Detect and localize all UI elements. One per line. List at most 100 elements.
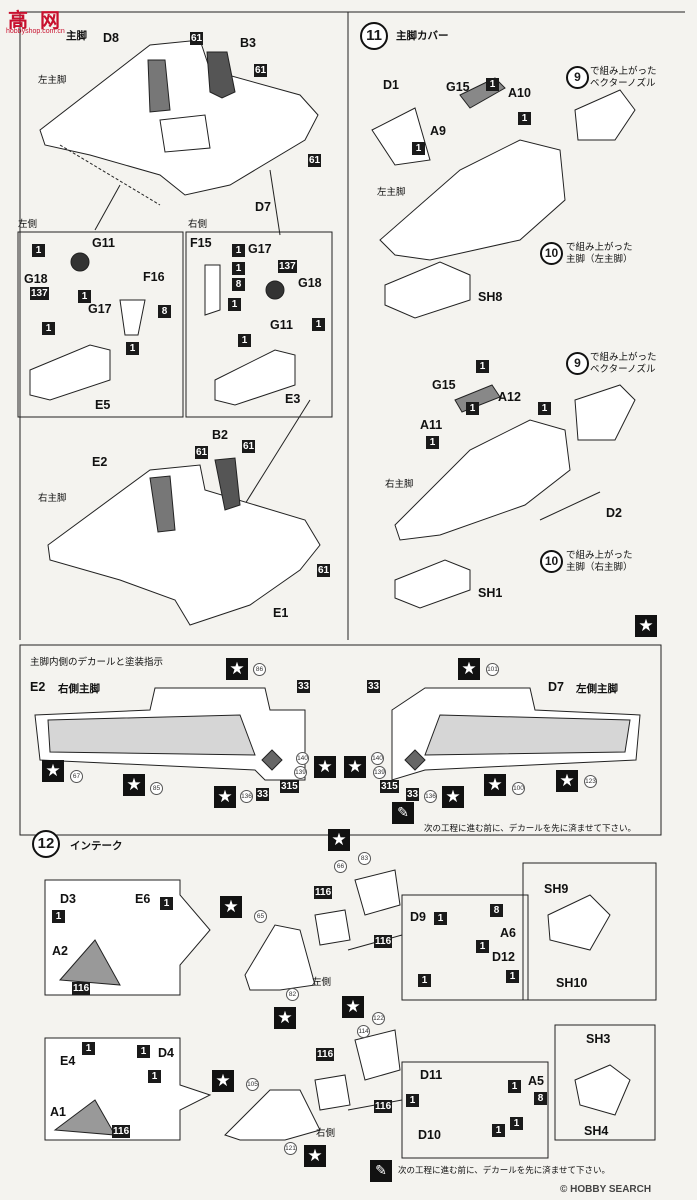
- part-SH1: SH1: [478, 586, 503, 600]
- paint-1: 1: [137, 1045, 150, 1058]
- star-icon: ★: [274, 1007, 296, 1029]
- brush-icon: ✎: [392, 802, 414, 824]
- part-A11: A11: [420, 418, 443, 432]
- part-D10: D10: [418, 1128, 441, 1142]
- decal-left-part: E2: [30, 680, 46, 694]
- part-SH9: SH9: [544, 882, 569, 896]
- part-D9: D9: [410, 910, 426, 924]
- part-D2: D2: [606, 506, 622, 520]
- left-side-label: 左側: [18, 219, 38, 230]
- decal-83: 83: [358, 852, 371, 865]
- part-G11: G11: [92, 236, 115, 250]
- part-SH4: SH4: [584, 1124, 609, 1138]
- right-side-label: 右側: [188, 219, 208, 230]
- left-side-label-12: 左側: [312, 977, 332, 988]
- part-D7: D7: [255, 200, 271, 214]
- paint-116: 116: [72, 982, 91, 995]
- part-G18: G18: [24, 272, 48, 286]
- decal-139: 139: [294, 766, 307, 779]
- paint-61: 61: [317, 564, 331, 577]
- paint-1: 1: [232, 262, 245, 275]
- step11-title: 主脚カバー: [396, 30, 449, 42]
- star-icon: ★: [556, 770, 578, 792]
- decal-136: 136: [424, 790, 437, 803]
- step11-ref10: 10: [540, 550, 563, 573]
- decal-122: 122: [372, 1012, 385, 1025]
- part-A6: A6: [500, 926, 516, 940]
- paint-8: 8: [158, 305, 171, 318]
- paint-1: 1: [538, 402, 551, 415]
- paint-33: 33: [406, 788, 420, 801]
- paint-1: 1: [238, 334, 251, 347]
- part-D12: D12: [492, 950, 515, 964]
- step12-note: 次の工程に進む前に、デカールを先に済ませて下さい。: [398, 1166, 610, 1176]
- watermark-char-1: 高: [8, 8, 28, 32]
- left-leg-label-11: 左主脚: [377, 187, 406, 198]
- paint-1: 1: [434, 912, 447, 925]
- part-G17: G17: [88, 302, 112, 316]
- paint-1: 1: [412, 142, 425, 155]
- paint-315: 315: [280, 780, 299, 793]
- part-G17: G17: [248, 242, 272, 256]
- paint-1: 1: [518, 112, 531, 125]
- assembled-10-right-line: で組み上がった 主脚（右主脚）: [566, 550, 633, 573]
- assembled-9-line: で組み上がった ベクターノズル: [590, 66, 657, 89]
- paint-1: 1: [492, 1124, 505, 1137]
- paint-8: 8: [490, 904, 503, 917]
- part-B2: B2: [212, 428, 228, 442]
- part-A10: A10: [508, 86, 531, 100]
- part-G18: G18: [298, 276, 322, 290]
- decal-note: 次の工程に進む前に、デカールを先に済ませて下さい。: [424, 824, 636, 834]
- decal-101: 101: [486, 663, 499, 676]
- star-icon: ★: [344, 756, 366, 778]
- star-icon: ★: [342, 996, 364, 1018]
- decal-67: 67: [70, 770, 83, 783]
- part-A5: A5: [528, 1074, 544, 1088]
- paint-1: 1: [52, 910, 65, 923]
- paint-1: 1: [426, 436, 439, 449]
- step11-ref9: 9: [566, 352, 589, 375]
- assembled-10-right: で組み上がった 主脚（右主脚）: [566, 550, 633, 574]
- paint-1: 1: [506, 970, 519, 983]
- paint-1: 1: [418, 974, 431, 987]
- assembled-10-left-line: で組み上がった 主脚（左主脚）: [566, 242, 633, 265]
- paint-61: 61: [195, 446, 209, 459]
- decal-123: 123: [584, 775, 597, 788]
- paint-116: 116: [316, 1048, 335, 1061]
- decal-box-title: 主脚内側のデカールと塗装指示: [30, 657, 164, 668]
- decal-left-name: 右側主脚: [58, 683, 100, 695]
- decal-121: 121: [284, 1142, 297, 1155]
- paint-1: 1: [160, 897, 173, 910]
- star-icon: ★: [123, 774, 145, 796]
- paint-1: 1: [312, 318, 325, 331]
- paint-1: 1: [228, 298, 241, 311]
- part-F16: F16: [143, 270, 165, 284]
- right-leg-label-11: 右主脚: [385, 479, 414, 490]
- paint-33: 33: [367, 680, 381, 693]
- brush-icon: ✎: [370, 1160, 392, 1182]
- part-G11: G11: [270, 318, 293, 332]
- part-D11: D11: [420, 1068, 443, 1082]
- paint-1: 1: [42, 322, 55, 335]
- paint-1: 1: [476, 360, 489, 373]
- paint-1: 1: [466, 402, 479, 415]
- decal-82: 82: [286, 988, 299, 1001]
- paint-8: 8: [232, 278, 245, 291]
- decal-136: 136: [240, 790, 253, 803]
- paint-61: 61: [308, 154, 322, 167]
- watermark-logo: 高 网 hobbyshop.com.cn: [6, 4, 70, 38]
- paint-61: 61: [190, 32, 204, 45]
- step11-ref9: 9: [566, 66, 589, 89]
- paint-116: 116: [374, 935, 393, 948]
- paint-1: 1: [126, 342, 139, 355]
- step12-title: インテーク: [70, 840, 123, 852]
- assembled-9-text: で組み上がった ベクターノズル: [590, 66, 657, 90]
- star-icon: ★: [328, 829, 350, 851]
- decal-85: 85: [150, 782, 163, 795]
- paint-1: 1: [510, 1117, 523, 1130]
- star-icon: ★: [226, 658, 248, 680]
- paint-1: 1: [476, 940, 489, 953]
- part-G15: G15: [432, 378, 456, 392]
- star-icon: ★: [442, 786, 464, 808]
- part-E6: E6: [135, 892, 151, 906]
